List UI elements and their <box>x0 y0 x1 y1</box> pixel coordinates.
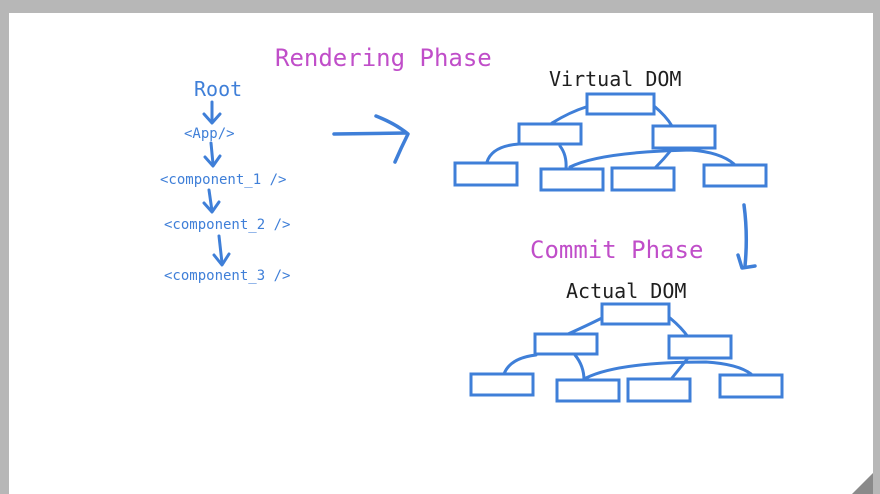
actual-dom-label: Actual DOM <box>566 279 686 303</box>
actual-dom-node <box>469 372 535 397</box>
slide-corner-fold <box>852 473 873 494</box>
actual-dom-node <box>667 334 733 360</box>
chain-arrow-component-1-to-component-2 <box>202 188 221 214</box>
render-arrow-icon <box>332 114 410 164</box>
component-1-label: <component_1 /> <box>160 172 286 188</box>
root-label: Root <box>194 77 242 101</box>
actual-dom-node <box>555 378 621 403</box>
actual-dom-edge <box>668 316 690 339</box>
virtual-dom-node <box>610 166 676 192</box>
virtual-dom-node <box>539 167 605 192</box>
virtual-dom-edge <box>558 144 568 171</box>
virtual-dom-node <box>651 124 717 150</box>
virtual-dom-edge <box>652 104 674 128</box>
virtual-dom-label: Virtual DOM <box>549 67 681 91</box>
rendering-phase-title: Rendering Phase <box>275 44 492 72</box>
actual-dom-edge <box>566 316 604 336</box>
slide-canvas <box>9 13 873 494</box>
virtual-dom-edge <box>550 105 588 125</box>
commit-arrow-icon <box>736 203 757 270</box>
actual-dom-node <box>533 332 599 356</box>
actual-dom-node <box>718 373 784 399</box>
chain-arrow-root-to-app <box>202 100 222 125</box>
actual-dom-tree <box>469 302 784 403</box>
component-3-label: <component_3 /> <box>164 268 290 284</box>
app-component-label: <App/> <box>184 126 235 142</box>
component-2-label: <component_2 /> <box>164 217 290 233</box>
actual-dom-edge <box>502 353 538 376</box>
actual-dom-node <box>600 302 671 326</box>
actual-dom-edge <box>573 353 586 382</box>
actual-dom-edge <box>584 360 753 380</box>
virtual-dom-edge <box>653 147 674 170</box>
virtual-dom-edge <box>485 142 521 164</box>
virtual-dom-node <box>517 122 583 146</box>
commit-phase-title: Commit Phase <box>530 236 703 264</box>
chain-arrow-component-2-to-component-3 <box>212 234 231 267</box>
virtual-dom-edge <box>568 148 736 169</box>
actual-dom-node <box>626 377 692 403</box>
virtual-dom-node <box>453 161 519 187</box>
virtual-dom-node <box>585 92 656 116</box>
virtual-dom-node <box>702 163 768 188</box>
actual-dom-edge <box>670 356 690 380</box>
chain-arrow-app-to-component-1 <box>203 141 222 168</box>
virtual-dom-tree <box>453 92 768 192</box>
